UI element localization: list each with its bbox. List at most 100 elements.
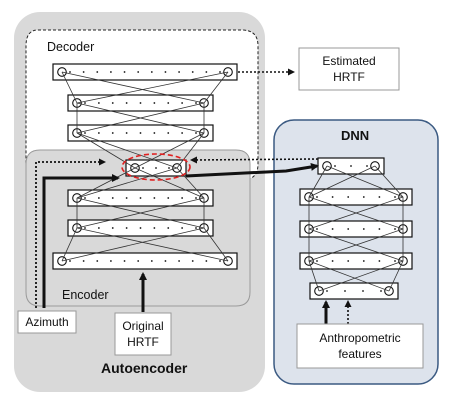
dnn-label: DNN xyxy=(341,128,369,143)
autoencoder-layer-4-dot xyxy=(142,167,144,169)
autoencoder-layer-1 xyxy=(52,63,238,81)
network-layers xyxy=(52,63,413,300)
autoencoder-layer-7-dot xyxy=(164,260,167,262)
autoencoder-layer-6-dot xyxy=(153,227,156,229)
dnn-connection xyxy=(308,260,390,292)
autoencoder-layer-5-dot xyxy=(195,197,197,199)
autoencoder-connection xyxy=(61,227,78,262)
dnn-layer-4-dot xyxy=(316,260,318,262)
autoencoder-layer-7-dot xyxy=(137,260,140,262)
autoencoder-layer-6-dot xyxy=(195,227,197,229)
autoencoder-layer-1-dot xyxy=(178,71,180,73)
autoencoder-layer-5-dot xyxy=(125,197,128,199)
autoencoder-connection xyxy=(203,71,229,104)
autoencoder-layer-7-dot xyxy=(123,260,126,262)
dnn-layer-3-dot xyxy=(378,228,381,230)
dnn-connection xyxy=(308,260,320,292)
autoencoder-layer-5-dot xyxy=(111,197,114,199)
latent-highlight-ellipse xyxy=(121,153,191,181)
autoencoder-connection xyxy=(76,197,205,229)
dnn-layer-3-dot xyxy=(331,228,334,230)
dnn-connection xyxy=(308,165,328,198)
dnn-layer-1-dot xyxy=(366,165,368,167)
dnn-layer-2-dot xyxy=(316,196,318,198)
latent-to-dnn-arrow xyxy=(185,163,319,178)
original-hrtf-line2: HRTF xyxy=(127,335,159,349)
dnn-to-latent-arrow xyxy=(190,156,319,164)
anthropometric-box xyxy=(296,323,424,369)
autoencoder-layer-6-dot xyxy=(84,227,86,229)
autoencoder-connection xyxy=(61,227,205,262)
autoencoder-layer-2-dot xyxy=(125,102,128,104)
autoencoder-layer-2-dot xyxy=(167,102,170,104)
autoencoder-connection xyxy=(76,102,205,134)
autoencoder-layer-3-dot xyxy=(153,132,156,134)
autoencoder-layer-4-dot xyxy=(168,167,170,169)
autoencoder-layer-1-dot xyxy=(150,71,153,73)
dnn-layer-2-dot xyxy=(394,196,396,198)
autoencoder-connection xyxy=(76,71,229,104)
autoencoder-layer-2-dot xyxy=(195,102,197,104)
autoencoder-layer-5-dot xyxy=(97,197,100,199)
autoencoder-connection xyxy=(76,132,178,169)
original-hrtf-line1: Original xyxy=(122,319,163,333)
autoencoder-layer-6-dot xyxy=(167,227,170,229)
autoencoder-layer-2-dot xyxy=(97,102,100,104)
autoencoder-layer-3-dot xyxy=(84,132,86,134)
estimated-hrtf-line2: HRTF xyxy=(333,70,365,84)
dnn-connection xyxy=(308,228,404,262)
estimated-hrtf-line1: Estimated xyxy=(322,54,375,68)
autoencoder-layer-7-dot xyxy=(150,260,153,262)
autoencoder-connection xyxy=(176,167,205,199)
autoencoder-layer-1-dot xyxy=(137,71,140,73)
autoencoder-layer-1-dot xyxy=(205,71,208,73)
autoencoder-layer-2-dot xyxy=(153,102,156,104)
autoencoder-layer-6-dot xyxy=(181,227,184,229)
autoencoder-layer-7-dot xyxy=(205,260,208,262)
autoencoder-connection xyxy=(61,71,205,104)
azimuth-label: Azimuth xyxy=(25,315,68,329)
dnn-connection xyxy=(308,196,404,230)
anthropometric-line2: features xyxy=(338,347,381,361)
dnn-layer-2-dot xyxy=(362,196,365,198)
autoencoder-layer-6-dot xyxy=(125,227,128,229)
dnn-layer-4 xyxy=(299,252,413,270)
dnn-connection xyxy=(318,260,404,292)
dnn-layer-1-dot xyxy=(334,165,336,167)
dnn-layer-3-dot xyxy=(347,228,350,230)
dnn-layer-3-dot xyxy=(362,228,365,230)
autoencoder-layer-1-dot xyxy=(123,71,126,73)
autoencoder-layer-3-dot xyxy=(139,132,142,134)
dnn-layer-5-dot xyxy=(362,290,364,292)
dnn-connection xyxy=(308,165,376,198)
dnn-layer-3-dot xyxy=(316,228,318,230)
autoencoder-layer-3-dot xyxy=(167,132,170,134)
azimuth-box xyxy=(17,310,77,334)
dnn-layer-3 xyxy=(299,220,413,238)
dnn-layer-5-dot xyxy=(344,290,346,292)
autoencoder-connection xyxy=(176,132,205,169)
original-hrtf-box xyxy=(114,312,172,356)
autoencoder-layer-3-dot xyxy=(181,132,184,134)
autoencoder-layer-5-dot xyxy=(84,197,86,199)
autoencoder-layer-7 xyxy=(52,252,238,270)
autoencoder-layer-1-dot xyxy=(191,71,194,73)
dnn-layer-4-dot xyxy=(394,260,396,262)
autoencoder-layer-2-dot xyxy=(84,102,86,104)
autoencoder-layer-7-dot xyxy=(178,260,180,262)
autoencoder-layer-7-dot xyxy=(82,260,85,262)
autoencoder-layer-4-dot xyxy=(155,167,157,169)
autoencoder-layer-5-dot xyxy=(139,197,142,199)
autoencoder-layer-5-dot xyxy=(153,197,156,199)
autoencoder-connection xyxy=(203,227,229,262)
autoencoder-connection xyxy=(76,167,136,199)
dnn-layer-5-dot xyxy=(326,290,328,292)
azimuth-solid-arrow xyxy=(42,174,120,308)
autoencoder-layer-7-dot xyxy=(110,260,112,262)
autoencoder-layer-6-dot xyxy=(97,227,100,229)
autoencoder-layer-3-dot xyxy=(97,132,100,134)
dnn-layer-4-dot xyxy=(331,260,334,262)
autoencoder-layer-2-dot xyxy=(111,102,114,104)
dnn-layer-1-dot xyxy=(350,165,352,167)
